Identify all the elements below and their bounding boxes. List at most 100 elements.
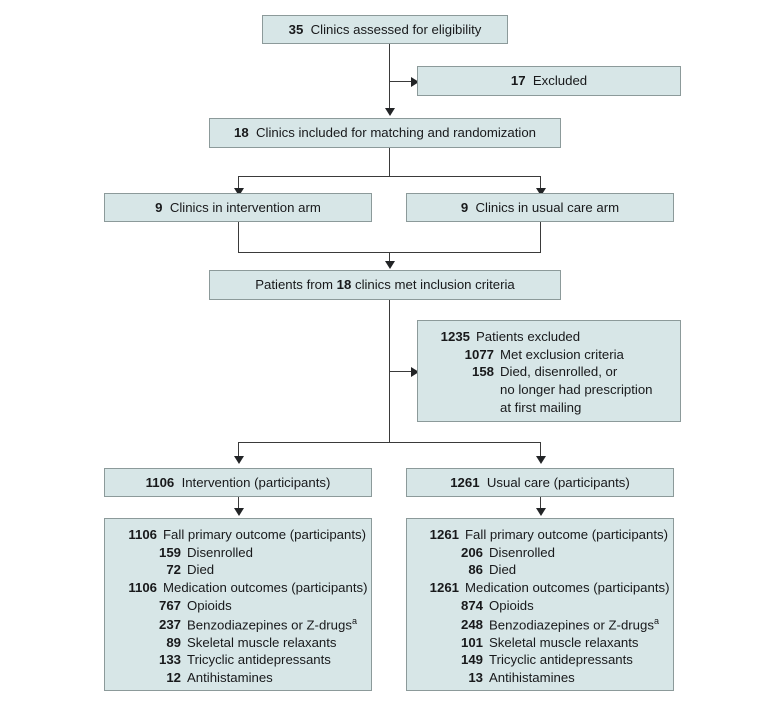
intervention-antihistamines-label: Antihistamines [187, 670, 273, 686]
patients-excluded-met-criteria-number: 1077 [464, 346, 494, 362]
node-usual-care-outcomes: 1261 Fall primary outcome (participants)… [406, 518, 674, 691]
patients-excluded-total-number: 1235 [440, 329, 470, 344]
usual-care-disenrolled-number: 206 [460, 544, 483, 560]
outcome-item-row: 874 Opioids [413, 599, 663, 612]
intervention-benzo-label: Benzodiazepines or Z-drugsa [187, 615, 357, 632]
intervention-disenrolled-number: 159 [158, 544, 181, 560]
node-intervention-participants-number: 1106 [145, 474, 175, 490]
arrowhead-to-inclusion [384, 261, 395, 269]
intervention-medication-label: Medication outcomes (participants) [163, 580, 368, 596]
usual-care-relaxants-label: Skeletal muscle relaxants [489, 634, 639, 650]
outcome-item-row: 149 Tricyclic antidepressants [413, 653, 663, 666]
outcome-item-row: 767 Opioids [111, 599, 361, 612]
usual-care-disenrolled-label: Disenrolled [489, 544, 555, 560]
node-patients-excluded: 1235 Patients excluded 1077 Met exclusio… [417, 320, 681, 422]
patients-excluded-header-row: 1235 Patients excluded [424, 330, 670, 343]
usual-care-relaxants-number: 101 [460, 634, 483, 650]
node-intervention-participants-label: Intervention (participants) [181, 474, 331, 490]
node-usual-care-participants-label: Usual care (participants) [486, 474, 630, 490]
arrowhead-usual-care-participants [535, 456, 546, 464]
patients-excluded-continuation-line2: at first mailing [500, 399, 582, 415]
usual-care-benzo-label: Benzodiazepines or Z-drugsa [489, 615, 659, 632]
outcome-item-row: 206 Disenrolled [413, 546, 663, 559]
connector-included-down [389, 148, 390, 176]
outcome-item-row: 133 Tricyclic antidepressants [111, 653, 361, 666]
node-inclusion-prefix: Patients from [255, 277, 333, 293]
node-clinics-included-number: 18 [233, 125, 249, 141]
node-usual-care-arm-number: 9 [460, 199, 469, 215]
node-clinics-excluded-number: 17 [510, 73, 526, 89]
usual-care-medication-number: 1261 [429, 580, 459, 596]
usual-care-antihistamines-label: Antihistamines [489, 670, 575, 686]
arrowhead-to-included [384, 108, 395, 116]
intervention-fall-label: Fall primary outcome (participants) [163, 527, 367, 542]
usual-care-fall-number: 1261 [429, 527, 459, 542]
outcome-header-row: 1106 Fall primary outcome (participants) [111, 528, 366, 541]
connector-participants-split-horizontal [238, 442, 540, 443]
connector-arm-split-horizontal [238, 176, 540, 177]
node-intervention-arm-label: Clinics in intervention arm [169, 199, 321, 215]
footnote-marker-a: a [351, 615, 357, 626]
connector-assessed-trunk [389, 44, 390, 112]
node-clinics-assessed-number: 35 [288, 21, 304, 37]
outcome-item-row: 86 Died [413, 563, 663, 576]
node-inclusion-criteria: Patients from 18 clinics met inclusion c… [209, 270, 561, 300]
node-intervention-arm-number: 9 [155, 199, 163, 215]
outcome-header-row: 1261 Medication outcomes (participants) [413, 580, 670, 596]
intervention-benzo-text: Benzodiazepines or Z-drugs [187, 616, 352, 632]
node-clinics-included: 18 Clinics included for matching and ran… [209, 118, 561, 148]
connector-intervention-outcomes [238, 497, 239, 511]
usual-care-opioids-number: 874 [460, 597, 483, 613]
patients-excluded-met-criteria-label: Met exclusion criteria [500, 346, 624, 362]
patients-excluded-continuation-row: at first mailing [424, 401, 670, 414]
node-clinics-assessed-label: Clinics assessed for eligibility [310, 21, 482, 37]
usual-care-benzo-text: Benzodiazepines or Z-drugs [489, 616, 654, 632]
node-usual-care-participants-number: 1261 [450, 474, 480, 490]
usual-care-benzo-number: 248 [460, 616, 483, 632]
node-clinics-included-label: Clinics included for matching and random… [255, 125, 536, 141]
outcome-header-row: 1261 Fall primary outcome (participants) [413, 527, 668, 542]
usual-care-fall-label: Fall primary outcome (participants) [465, 527, 669, 542]
intervention-relaxants-label: Skeletal muscle relaxants [187, 634, 337, 650]
node-usual-care-arm-label: Clinics in usual care arm [475, 199, 620, 215]
connector-merge-left [238, 222, 239, 252]
intervention-disenrolled-label: Disenrolled [187, 544, 253, 560]
patients-excluded-died-number: 158 [471, 364, 494, 380]
connector-to-excluded-clinics [389, 81, 416, 82]
connector-participants-split-right [540, 442, 541, 459]
intervention-medication-number: 1106 [128, 580, 157, 596]
node-intervention-arm: 9 Clinics in intervention arm [104, 193, 372, 222]
connector-usual-care-outcomes [540, 497, 541, 511]
intervention-opioids-label: Opioids [187, 597, 232, 613]
arrowhead-usual-care-outcomes [535, 508, 546, 516]
arrowhead-usual-care-arm [535, 188, 546, 196]
usual-care-opioids-label: Opioids [489, 597, 534, 613]
node-clinics-excluded-label: Excluded [532, 73, 588, 89]
node-inclusion-number: 18 [336, 277, 352, 293]
node-intervention-participants: 1106 Intervention (participants) [104, 468, 372, 497]
patients-excluded-continuation-row: no longer had prescription [424, 383, 670, 396]
usual-care-tricyclic-label: Tricyclic antidepressants [489, 652, 633, 668]
connector-split-right [540, 176, 541, 192]
outcome-item-row: 159 Disenrolled [111, 546, 361, 559]
outcome-item-row: 101 Skeletal muscle relaxants [413, 634, 663, 650]
node-clinics-excluded: 17 Excluded [417, 66, 681, 96]
usual-care-medication-label: Medication outcomes (participants) [465, 580, 670, 596]
patients-excluded-item-row: 1077 Met exclusion criteria [424, 348, 670, 361]
intervention-tricyclic-number: 133 [158, 652, 181, 668]
outcome-item-row: 72 Died [111, 563, 361, 576]
node-intervention-outcomes: 1106 Fall primary outcome (participants)… [104, 518, 372, 691]
footnote-marker-a: a [653, 615, 659, 626]
arrowhead-intervention-outcomes [233, 508, 244, 516]
arrowhead-intervention-participants [233, 456, 244, 464]
arrowhead-to-excluded-clinics [411, 76, 419, 87]
outcome-item-row: 89 Skeletal muscle relaxants [111, 634, 361, 650]
outcome-item-row: 237 Benzodiazepines or Z-drugsa [111, 615, 361, 632]
connector-merge-right [540, 222, 541, 252]
patients-excluded-continuation-line1: no longer had prescription [500, 382, 653, 398]
node-inclusion-suffix: clinics met inclusion criteria [354, 277, 515, 293]
node-usual-care-participants: 1261 Usual care (participants) [406, 468, 674, 497]
patients-excluded-died-label: Died, disenrolled, or [500, 364, 618, 380]
intervention-benzo-number: 237 [158, 616, 181, 632]
